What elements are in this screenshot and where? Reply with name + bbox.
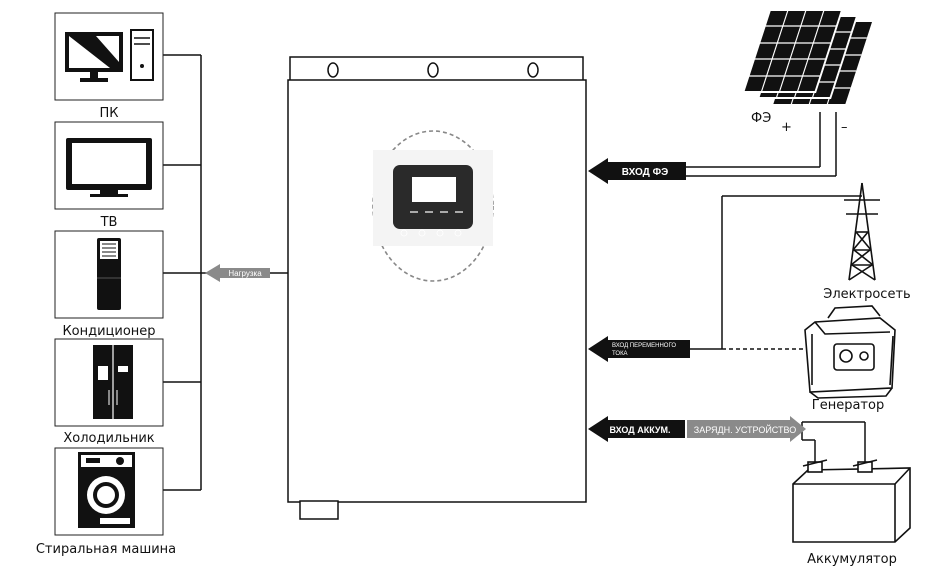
fridge-icon bbox=[93, 345, 133, 419]
ac-input-arrow-line1: ВХОД ПЕРЕМЕННОГО bbox=[612, 343, 676, 349]
fridge-label: Холодильник bbox=[63, 431, 154, 446]
ac-device bbox=[54, 230, 164, 319]
solar-panel-icon bbox=[742, 9, 872, 104]
washer-icon bbox=[78, 452, 135, 528]
generator-label: Генератор bbox=[812, 398, 884, 413]
ac-input-arrow-line2: ТОКА bbox=[612, 351, 628, 357]
power-tower-icon bbox=[844, 182, 880, 281]
washer-device bbox=[54, 447, 164, 536]
ac-input-arrow: ВХОД ПЕРЕМЕННОГО ТОКА bbox=[588, 336, 690, 362]
load-arrow-label: Нагрузка bbox=[228, 269, 262, 278]
tv-icon bbox=[66, 138, 152, 197]
fridge-device bbox=[54, 338, 164, 427]
washer-label: Стиральная машина bbox=[36, 542, 176, 557]
charger-arrow: ЗАРЯДН. УСТРОЙСТВО bbox=[687, 416, 806, 442]
generator-icon bbox=[804, 305, 896, 399]
pc-icon bbox=[65, 29, 154, 82]
tv-label: ТВ bbox=[100, 215, 118, 230]
pv-input-arrow: ВХОД ФЭ bbox=[588, 158, 686, 184]
ac-icon bbox=[97, 238, 121, 310]
pv-input-arrow-label: ВХОД ФЭ bbox=[622, 167, 668, 178]
pv-plus-label: + bbox=[781, 120, 792, 135]
pv-minus-label: – bbox=[841, 120, 848, 135]
pv-label: ФЭ bbox=[751, 111, 771, 126]
battery-input-arrow-label: ВХОД АККУМ. bbox=[609, 425, 670, 435]
charger-arrow-label: ЗАРЯДН. УСТРОЙСТВО bbox=[694, 424, 796, 435]
right-wiring bbox=[686, 112, 866, 468]
pc-label: ПК bbox=[99, 106, 118, 121]
tv-device bbox=[54, 121, 164, 210]
grid-label: Электросеть bbox=[823, 287, 910, 302]
mounting-hole-icon bbox=[327, 62, 539, 78]
lcd-display bbox=[393, 165, 473, 237]
battery-icon bbox=[792, 459, 911, 543]
load-arrow: Нагрузка bbox=[205, 264, 270, 282]
inverter-unit bbox=[287, 56, 587, 520]
ac-label: Кондиционер bbox=[62, 324, 155, 339]
battery-label: Аккумулятор bbox=[807, 552, 897, 567]
battery-input-arrow: ВХОД АККУМ. bbox=[588, 416, 685, 442]
pc-device bbox=[54, 12, 164, 101]
